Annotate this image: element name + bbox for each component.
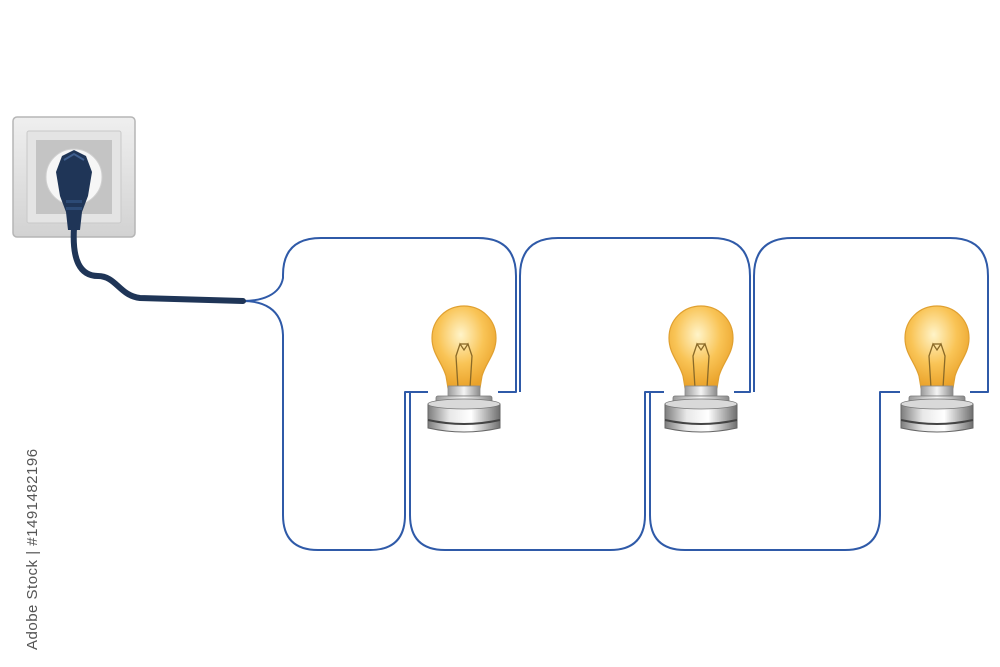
light-bulb-icon (900, 305, 974, 433)
circuit-wires (242, 237, 989, 551)
plug-icon (56, 150, 246, 304)
wire-loop-2-top (753, 237, 989, 393)
wire-top-branch (242, 237, 517, 393)
power-cord (70, 225, 246, 304)
wire-loop-2-bottom (649, 391, 900, 551)
wire-bottom-branch (242, 300, 428, 551)
light-bulb-icon (664, 305, 738, 433)
light-bulb-icon (427, 305, 501, 433)
wire-loop-1-bottom (409, 391, 664, 551)
wire-loop-1-top (519, 237, 751, 393)
stock-id-label: Adobe Stock | #1491482196 (24, 448, 41, 650)
